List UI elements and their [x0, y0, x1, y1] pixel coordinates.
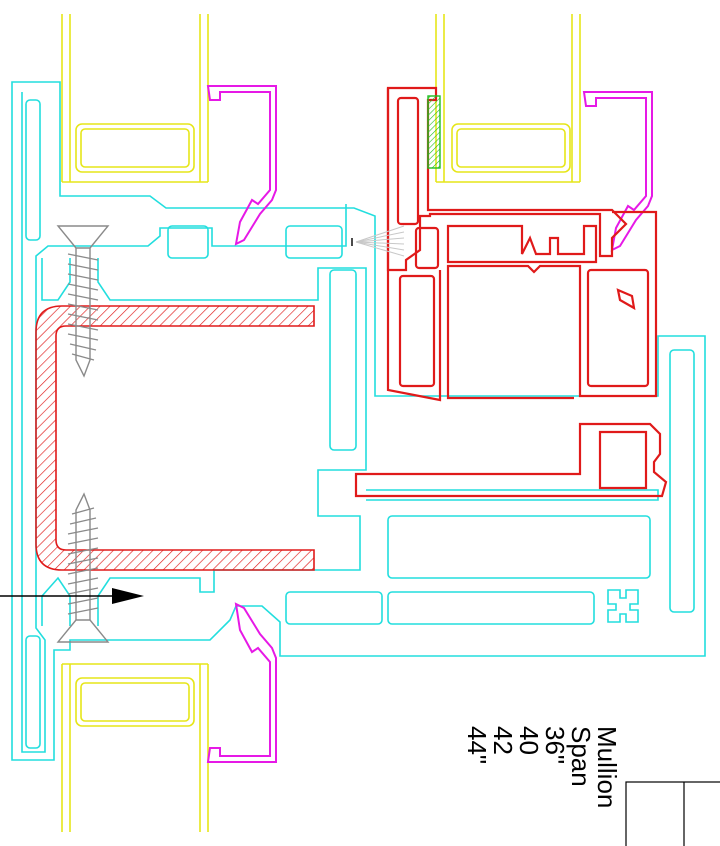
table-span-value: 40: [514, 726, 544, 755]
table-span-value: 44": [462, 726, 492, 764]
gaskets: [206, 85, 653, 763]
screw-top: [56, 225, 110, 378]
section-arrow: [0, 588, 144, 604]
vent-frame: [354, 86, 668, 498]
mullion-extrusion: [11, 81, 706, 761]
screw-bottom: [56, 492, 110, 643]
table-header-span: Span: [566, 726, 596, 787]
table-span-value: 42: [488, 726, 518, 755]
steel-reinforcement: [35, 305, 315, 571]
brush-seal: [355, 225, 405, 257]
table-span-value: 36": [540, 726, 570, 764]
setting-block: [427, 95, 441, 169]
glass-lites: [61, 14, 581, 832]
span-table: Mullion Span 36" 40 42 44": [462, 726, 720, 846]
table-header-mullion: Mullion: [592, 726, 622, 808]
